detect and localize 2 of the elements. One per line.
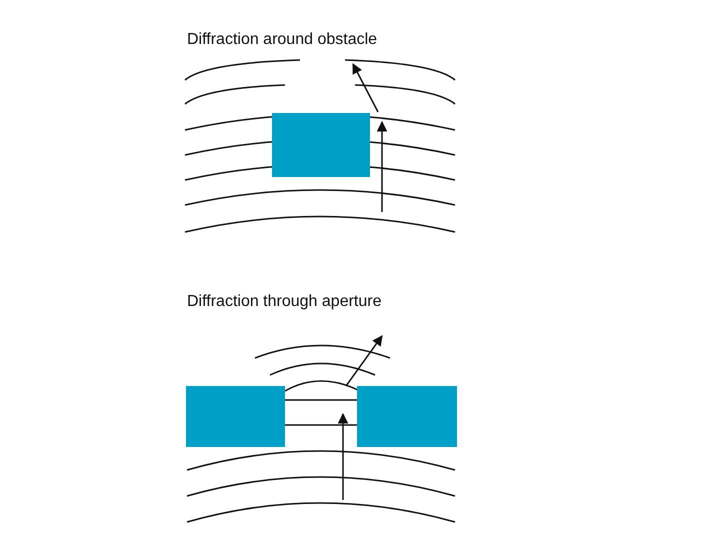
heading: Diffraction around obstacle	[187, 31, 378, 49]
heading: Diffraction through aperture	[187, 293, 382, 311]
